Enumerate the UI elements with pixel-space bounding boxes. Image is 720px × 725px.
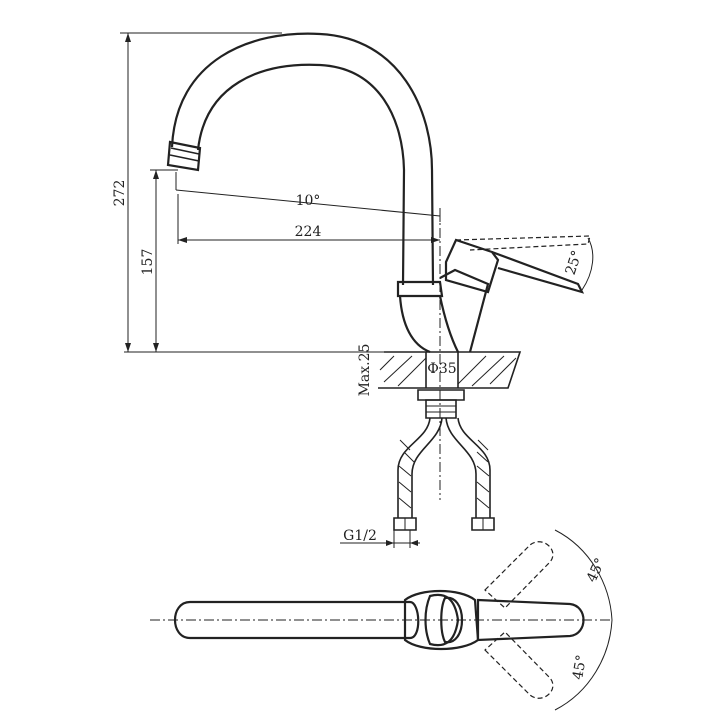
rotation-arc-top [554, 529, 613, 621]
dim-157-label: 157 [140, 249, 156, 276]
dim-max25-label: Max.25 [357, 344, 373, 397]
top-plan-view: 45° 45° [150, 529, 613, 711]
dim-25deg-label: 25° [563, 248, 586, 277]
lever-top-rotated-down [484, 631, 554, 699]
lever-handle: 25° [444, 235, 594, 294]
fixing-nut [417, 389, 465, 419]
dim-224-label: 224 [295, 224, 322, 240]
faucet-body [396, 210, 490, 500]
dim-10deg-label: 10° [296, 193, 321, 209]
lever-top-rotated-up [484, 541, 554, 609]
rotation-arc-bottom [554, 619, 613, 711]
dim-g12-label: G1/2 [343, 528, 377, 544]
dim-45deg-bottom-label: 45° [570, 654, 590, 681]
thread-g12-dimension: G1/2 [340, 528, 420, 548]
lever-top-center [476, 598, 585, 642]
height-157-dimension: 157 [140, 169, 178, 352]
flexible-hoses [393, 417, 495, 531]
dim-45deg-top-label: 45° [584, 556, 609, 585]
dim-diameter-label: Ф35 [427, 361, 456, 377]
gooseneck-spout [166, 32, 435, 286]
spout-angle-10-dimension: 10° [175, 189, 441, 222]
spout-top-outline [174, 600, 420, 640]
side-elevation-view: 272 157 10° [112, 32, 594, 548]
countertop-section: Max.25 Ф35 [357, 344, 522, 397]
reach-224-dimension: 224 [177, 194, 440, 244]
height-272-dimension: 272 [112, 32, 282, 352]
dim-272-label: 272 [112, 180, 128, 207]
